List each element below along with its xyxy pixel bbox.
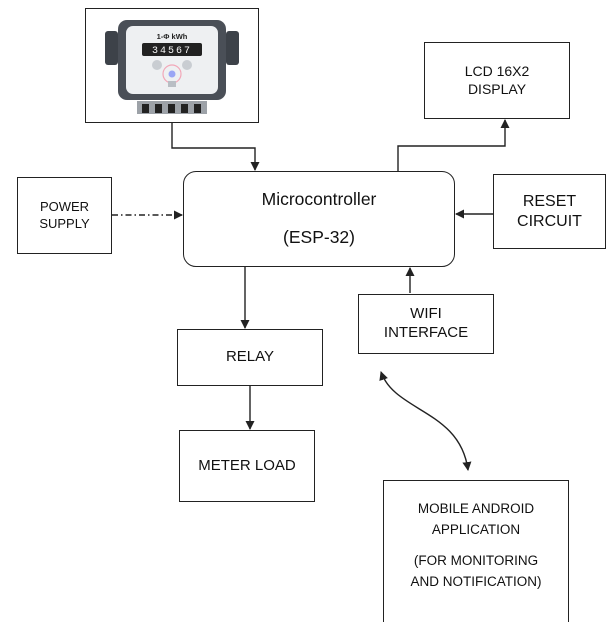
- meter-digits: 34567: [152, 46, 192, 57]
- energy-meter-icon: 1-Φ kWh 34567: [105, 19, 239, 114]
- relay-label: RELAY: [225, 348, 275, 366]
- power-supply-label-line1: POWER: [39, 199, 90, 215]
- power-supply-box: POWER SUPPLY: [17, 177, 112, 254]
- mcu-to-lcd-arrow: [397, 119, 510, 172]
- meter-to-mcu-arrow: [171, 122, 260, 171]
- reset-circuit-box: RESET CIRCUIT: [493, 174, 606, 249]
- mobile-app-box: MOBILE ANDROID APPLICATION (FOR MONITORI…: [383, 480, 569, 622]
- mobile-label-line3: (FOR MONITORING: [413, 552, 539, 568]
- wifi-mobile-bidirectional-arrow: [379, 371, 472, 471]
- microcontroller-label: Microcontroller: [261, 188, 377, 209]
- wifi-interface-box: WIFI INTERFACE: [358, 294, 494, 354]
- microcontroller-model: (ESP-32): [283, 227, 355, 248]
- mobile-label-line2: APPLICATION: [431, 521, 521, 537]
- mobile-label-line4: AND NOTIFICATION): [410, 573, 542, 589]
- wifi-label-line1: WIFI: [410, 305, 442, 323]
- lcd-label-line2: DISPLAY: [467, 80, 527, 97]
- reset-label-line1: RESET: [522, 192, 577, 210]
- reset-label-line2: CIRCUIT: [517, 212, 582, 230]
- microcontroller-box: Microcontroller (ESP-32): [183, 171, 455, 267]
- meter-label: 1-Φ kWh: [157, 32, 188, 41]
- energy-meter-box: 1-Φ kWh 34567: [85, 8, 259, 123]
- meter-load-label: METER LOAD: [198, 456, 296, 474]
- lcd-display-box: LCD 16X2 DISPLAY: [424, 42, 570, 119]
- power-supply-label-line2: SUPPLY: [39, 215, 90, 231]
- lcd-label-line1: LCD 16X2: [464, 63, 530, 79]
- wifi-label-line2: INTERFACE: [383, 324, 469, 341]
- mobile-label-line1: MOBILE ANDROID: [417, 501, 535, 516]
- relay-box: RELAY: [177, 329, 323, 386]
- meter-load-box: METER LOAD: [179, 430, 315, 502]
